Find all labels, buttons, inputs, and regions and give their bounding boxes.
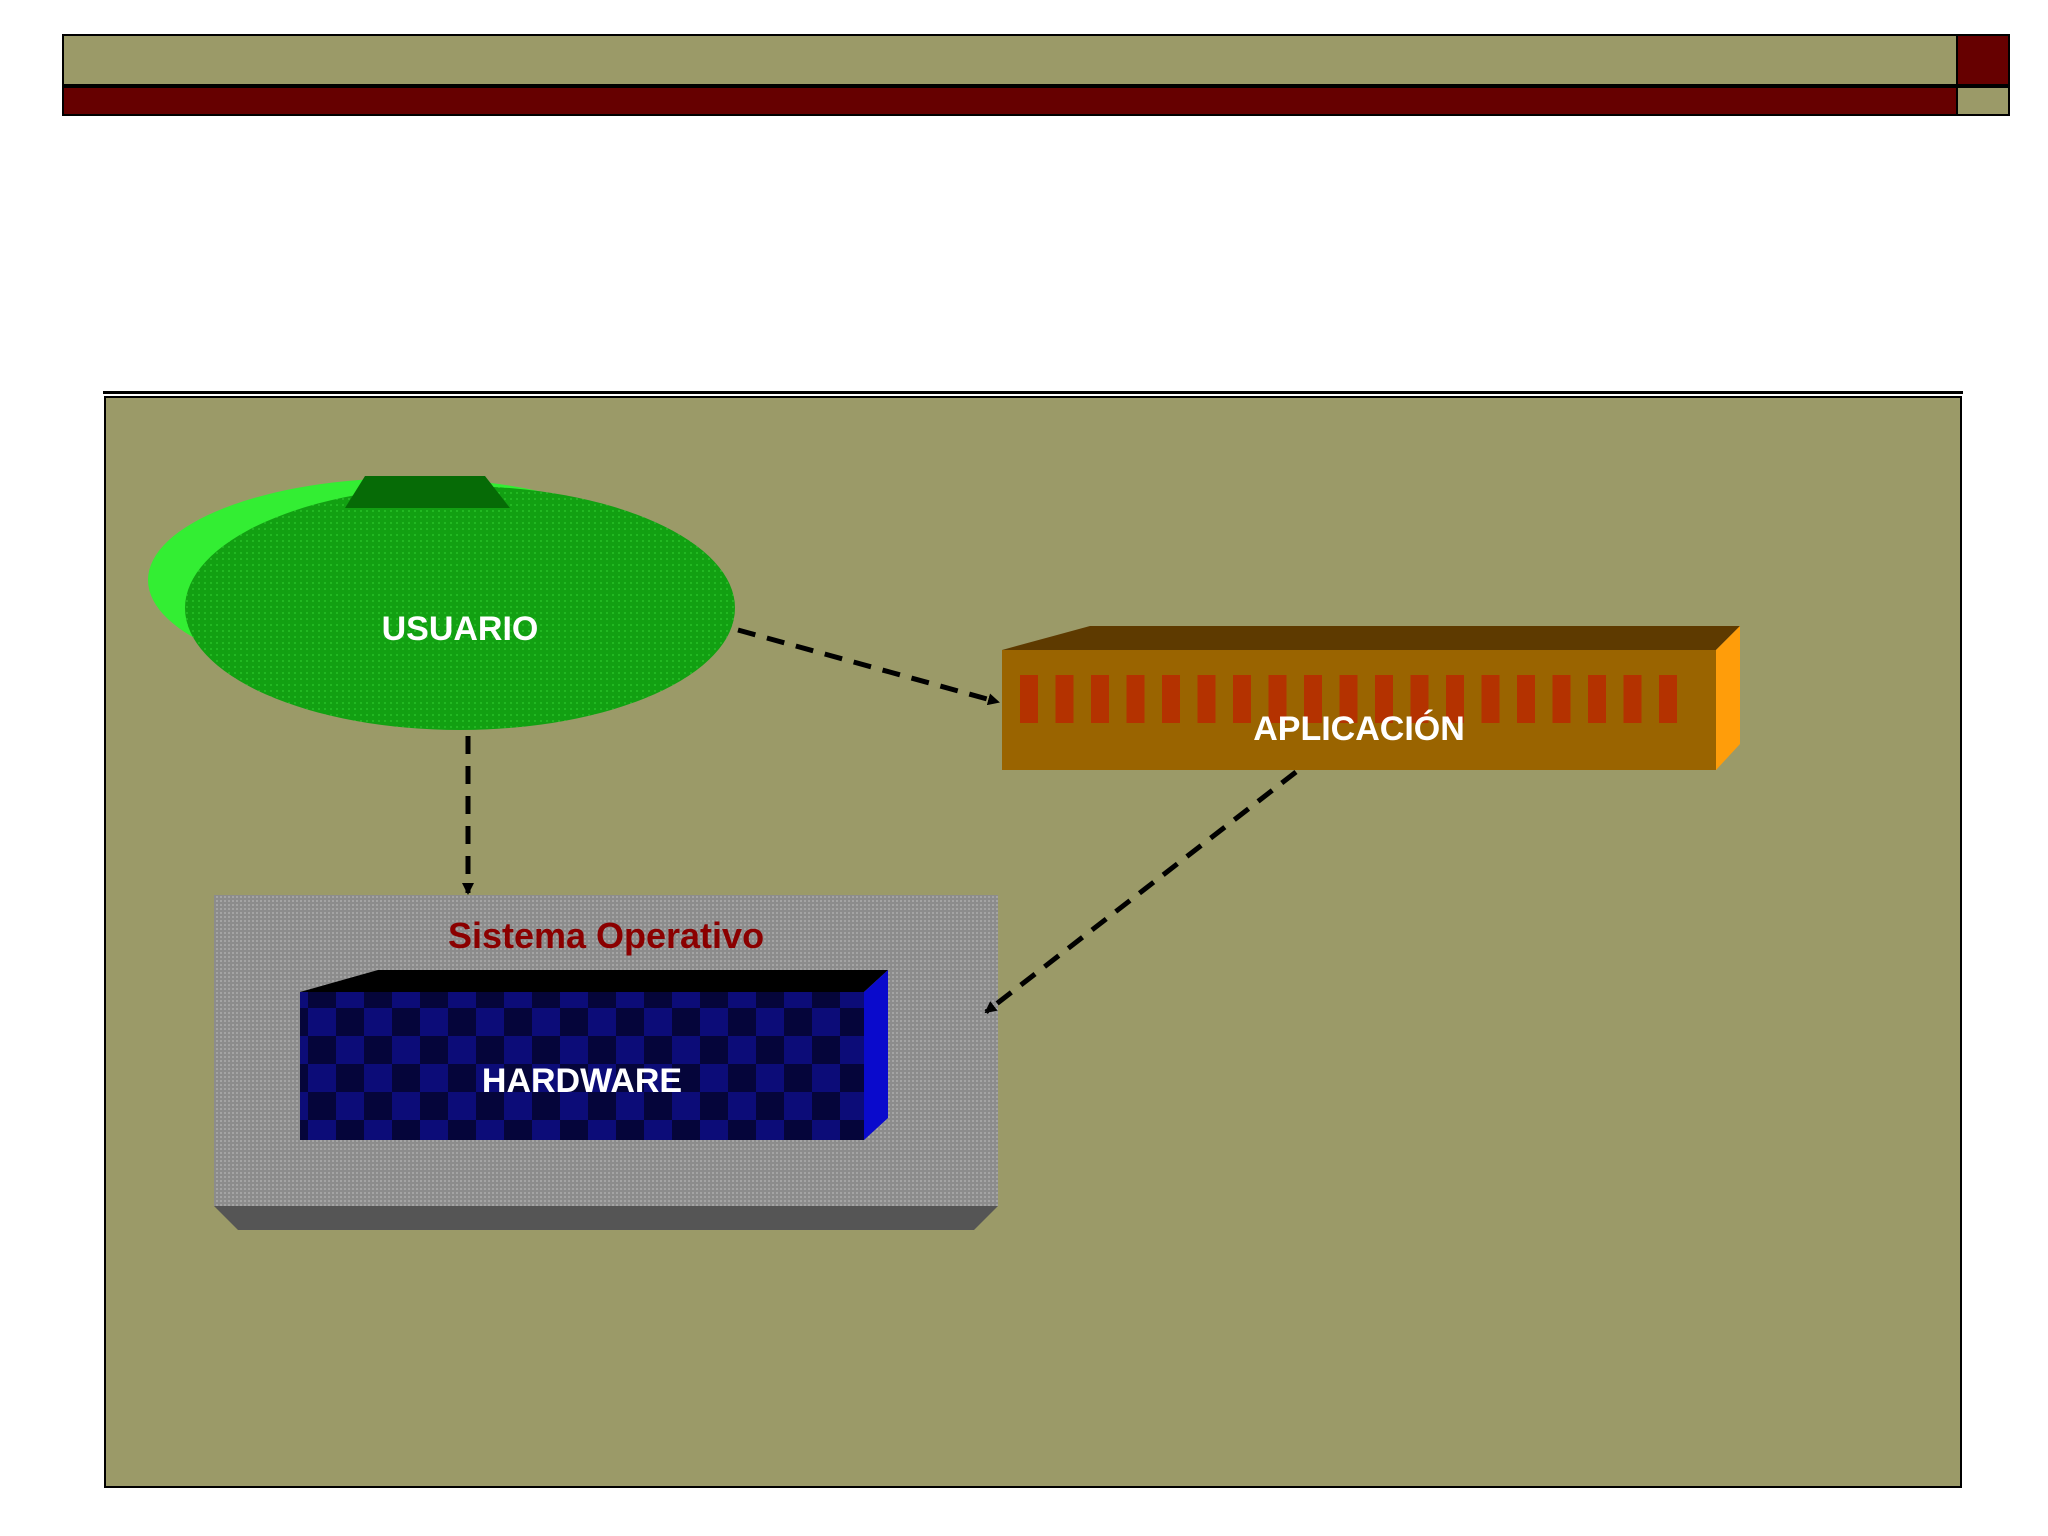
aplicacion-top-face (1002, 626, 1740, 650)
aplicacion-slat (1020, 675, 1038, 723)
aplicacion-slat (1481, 675, 1500, 723)
hardware-top-face (300, 970, 888, 992)
aplicacion-slat (1091, 675, 1109, 723)
hardware-label: HARDWARE (482, 1062, 682, 1100)
usuario-top-block (345, 476, 510, 508)
header-corner-olive (1956, 86, 2010, 116)
aplicacion-slat (1304, 675, 1322, 723)
aplicacion-label: APLICACIÓN (1253, 710, 1465, 748)
aplicacion-slat (1588, 675, 1606, 723)
aplicacion-slat (1233, 675, 1251, 723)
aplicacion-slat (1197, 675, 1216, 723)
aplicacion-node: APLICACIÓN (1002, 626, 1740, 770)
panel-top-rule (103, 391, 1963, 394)
aplicacion-slat (1517, 675, 1535, 723)
hardware-side-face (864, 970, 888, 1140)
header-corner-maroon (1956, 34, 2010, 86)
header-bar-maroon (62, 86, 1958, 116)
aplicacion-slat (1339, 675, 1358, 723)
aplicacion-side-face (1716, 626, 1740, 770)
aplicacion-slat (1552, 675, 1571, 723)
aplicacion-slat (1126, 675, 1145, 723)
aplicacion-slat (1375, 675, 1393, 723)
aplicacion-slat (1268, 675, 1287, 723)
aplicacion-slat (1446, 675, 1464, 723)
aplicacion-slat (1410, 675, 1429, 723)
so-label: Sistema Operativo (448, 915, 764, 956)
aplicacion-slat (1055, 675, 1074, 723)
aplicacion-slat (1162, 675, 1180, 723)
usuario-ellipse-front (185, 486, 735, 730)
aplicacion-slat (1659, 675, 1677, 723)
edge-aplicacion-sistema-operativo (984, 770, 1298, 1014)
edge-usuario-aplicacion (737, 627, 1000, 706)
so-bottom-face (214, 1206, 998, 1230)
hardware-node: HARDWARE (300, 970, 888, 1140)
header-bar-olive (62, 34, 1958, 86)
usuario-node: USUARIO (148, 476, 735, 730)
usuario-label: USUARIO (382, 610, 539, 648)
aplicacion-slat (1623, 675, 1642, 723)
aplicacion-slats (1020, 675, 1677, 723)
hardware-front-face (300, 992, 864, 1140)
